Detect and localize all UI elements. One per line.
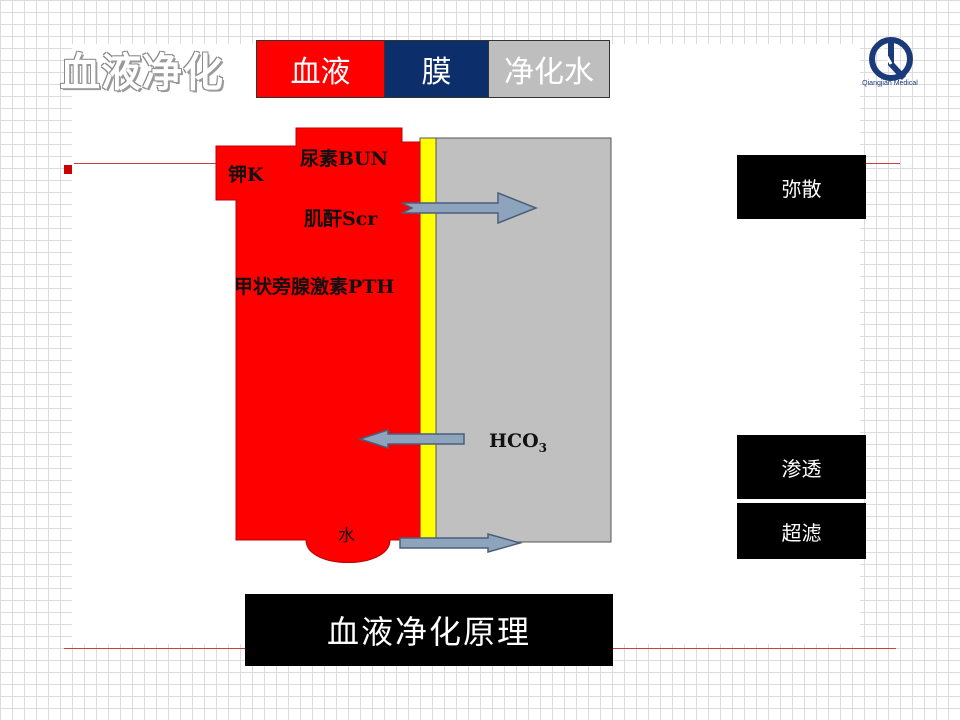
company-logo-icon bbox=[869, 37, 913, 81]
logo-text: Qiangjian Medical bbox=[862, 80, 918, 87]
legend-purified-water: 净化水 bbox=[489, 41, 609, 97]
bicarbonate-arrow bbox=[357, 428, 465, 450]
membrane bbox=[419, 137, 437, 543]
legend-membrane: 膜 bbox=[385, 41, 489, 97]
divider-top-right bbox=[860, 163, 900, 164]
label-creatinine: 肌酐Scr bbox=[304, 208, 378, 230]
legend-blood: 血液 bbox=[257, 41, 385, 97]
blood-compartment bbox=[215, 127, 421, 563]
slide-title: 血液净化 bbox=[60, 50, 224, 96]
side-label-ultrafiltration: 超滤 bbox=[737, 503, 866, 559]
bicarbonate-subscript: 3 bbox=[538, 440, 547, 455]
label-bicarbonate: HCO3 bbox=[489, 430, 547, 455]
legend: 血液 膜 净化水 bbox=[256, 40, 610, 98]
water-arrow bbox=[399, 533, 523, 553]
divider-top-left bbox=[74, 163, 239, 164]
bullet-marker bbox=[64, 165, 72, 174]
dialysate-compartment bbox=[435, 137, 612, 543]
side-label-diffusion: 弥散 bbox=[737, 155, 866, 219]
side-label-osmosis: 渗透 bbox=[737, 435, 866, 499]
label-pth: 甲状旁腺激素PTH bbox=[234, 276, 395, 298]
caption-box: 血液净化原理 bbox=[245, 594, 613, 666]
label-water: 水 bbox=[338, 526, 355, 546]
bicarbonate-base: HCO bbox=[489, 430, 539, 452]
diffusion-arrow bbox=[401, 191, 539, 225]
label-urea: 尿素BUN bbox=[300, 148, 388, 170]
label-potassium: 钾K bbox=[228, 164, 264, 186]
